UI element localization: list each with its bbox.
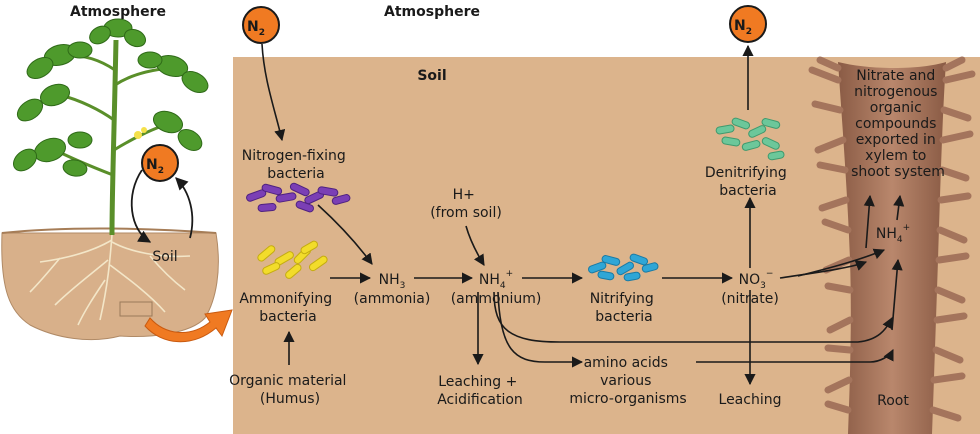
plant-arrow-up — [175, 177, 194, 239]
h-plus-label: H+ (from soil) — [430, 187, 502, 221]
amino-line-3: micro-organisms — [569, 391, 686, 407]
nh4-name: (ammonium) — [451, 291, 542, 307]
plant-flower — [134, 127, 147, 139]
atmosphere-left-label: Atmosphere — [70, 4, 166, 20]
root-nh4-sup: + — [903, 223, 911, 233]
arrow-amino-to-root — [696, 348, 894, 363]
n2-top-left-main: N — [247, 19, 259, 35]
nh4-main: NH — [479, 272, 500, 288]
nitrogen-fixing-label: Nitrogen-fixing bacteria — [242, 148, 351, 182]
amino-acids-label: amino acids various micro-organisms — [569, 355, 686, 407]
leaching-acid-line-1: Leaching + — [438, 374, 517, 390]
n2-top-right-main: N — [734, 18, 746, 34]
arrow-nh4-to-amino — [497, 291, 584, 368]
export-line-1: Nitrate and — [856, 68, 935, 84]
atmosphere-top-label: Atmosphere — [384, 4, 480, 20]
h-plus-line-1: H+ — [453, 187, 475, 203]
nh4-formula: NH4+ — [479, 269, 513, 291]
root-nh4-formula: NH4+ — [876, 223, 910, 245]
root-hairs — [808, 56, 976, 422]
organic-line-2: (Humus) — [260, 391, 320, 407]
root-nh4-main: NH — [876, 226, 897, 242]
svg-text:N2: N2 — [247, 19, 265, 38]
nh3-main: NH — [379, 272, 400, 288]
nitrogen-fixing-bacteria-cluster — [246, 182, 351, 213]
export-line-2: nitrogenous — [854, 84, 937, 100]
n2-top-left-sub: 2 — [259, 28, 265, 38]
nitrifying-label: Nitrifying bacteria — [590, 291, 659, 325]
plant-leaves — [12, 18, 209, 177]
ammonifying-line-2: bacteria — [259, 309, 317, 325]
organic-material-label: Organic material (Humus) — [229, 373, 351, 407]
export-line-3: organic — [870, 100, 922, 116]
export-line-7: shoot system — [851, 164, 945, 180]
n2-node-top-right: N2 — [729, 5, 767, 43]
root-label: Root — [877, 393, 909, 409]
nitrifying-line-1: Nitrifying — [590, 291, 654, 307]
flow-arrows — [261, 43, 905, 386]
leaching-acid-line-2: Acidification — [437, 392, 523, 408]
nh3-name: (ammonia) — [354, 291, 431, 307]
export-line-6: xylem to — [865, 148, 926, 164]
plant-stem — [109, 39, 119, 236]
organic-line-1: Organic material — [229, 373, 346, 389]
zoom-arrow — [144, 309, 233, 343]
root-nh4-sub: 4 — [897, 235, 903, 245]
nh4-sup: + — [506, 269, 514, 279]
arrow-root-up-2 — [893, 194, 905, 221]
arrow-no3-to-root-nh4 — [797, 248, 886, 277]
arrow-n2-to-fixing — [261, 43, 286, 142]
arrow-no3-to-root — [779, 260, 868, 279]
no3-main: NO — [739, 272, 761, 288]
leaching-label: Leaching — [719, 392, 782, 408]
svg-text:N2: N2 — [146, 157, 164, 176]
export-line-5: exported in — [856, 132, 936, 148]
no3-name: (nitrate) — [721, 291, 779, 307]
plant-n2-main: N — [146, 157, 158, 173]
denitrifying-bacteria-cluster — [715, 117, 785, 161]
svg-text:N2: N2 — [734, 18, 752, 37]
soil-label: Soil — [417, 68, 446, 84]
nitrogen-fixing-line-2: bacteria — [267, 166, 325, 182]
ammonifying-label: Ammonifying bacteria — [239, 291, 336, 325]
export-line-4: compounds — [855, 116, 936, 132]
arrow-root-up-3 — [891, 258, 903, 331]
plant-soil-label: Soil — [152, 249, 177, 265]
ammonifying-bacteria-cluster — [257, 240, 328, 279]
arrow-root-up-1 — [863, 194, 875, 249]
plant-illustration — [1, 18, 219, 341]
plant-n2-sub: 2 — [158, 166, 164, 176]
nitrifying-bacteria-cluster — [588, 253, 659, 282]
nitrate-export-label: Nitrate and nitrogenous organic compound… — [851, 68, 945, 180]
plant-roots — [29, 234, 191, 326]
arrow-fixing-to-nh3 — [317, 204, 373, 265]
no3-sup: − — [766, 269, 774, 279]
leaching-acidification-label: Leaching + Acidification — [437, 374, 523, 408]
nitrifying-line-2: bacteria — [595, 309, 653, 325]
magnify-box — [119, 301, 153, 317]
arrow-h-to-nh4 — [465, 225, 485, 266]
no3-sub: 3 — [760, 281, 766, 291]
n2-top-right-sub: 2 — [746, 27, 752, 37]
n2-node-top-left: N2 — [242, 6, 280, 44]
denitrifying-line-1: Denitrifying — [705, 165, 787, 181]
denitrifying-line-2: bacteria — [719, 183, 777, 199]
nitrogen-fixing-line-1: Nitrogen-fixing — [242, 148, 346, 164]
amino-line-1: amino acids — [584, 355, 668, 371]
plant-n2-node: N2 — [141, 144, 179, 182]
ammonifying-line-1: Ammonifying — [239, 291, 332, 307]
arrow-nh4-to-root — [493, 291, 893, 343]
nh3-sub: 3 — [400, 281, 406, 291]
nh3-formula: NH3 — [379, 272, 406, 291]
h-plus-line-2: (from soil) — [430, 205, 502, 221]
denitrifying-label: Denitrifying bacteria — [705, 165, 791, 199]
amino-line-2: various — [600, 373, 651, 389]
plant-arrow-down — [130, 169, 152, 243]
nh4-sub: 4 — [500, 281, 506, 291]
no3-formula: NO3− — [739, 269, 774, 291]
